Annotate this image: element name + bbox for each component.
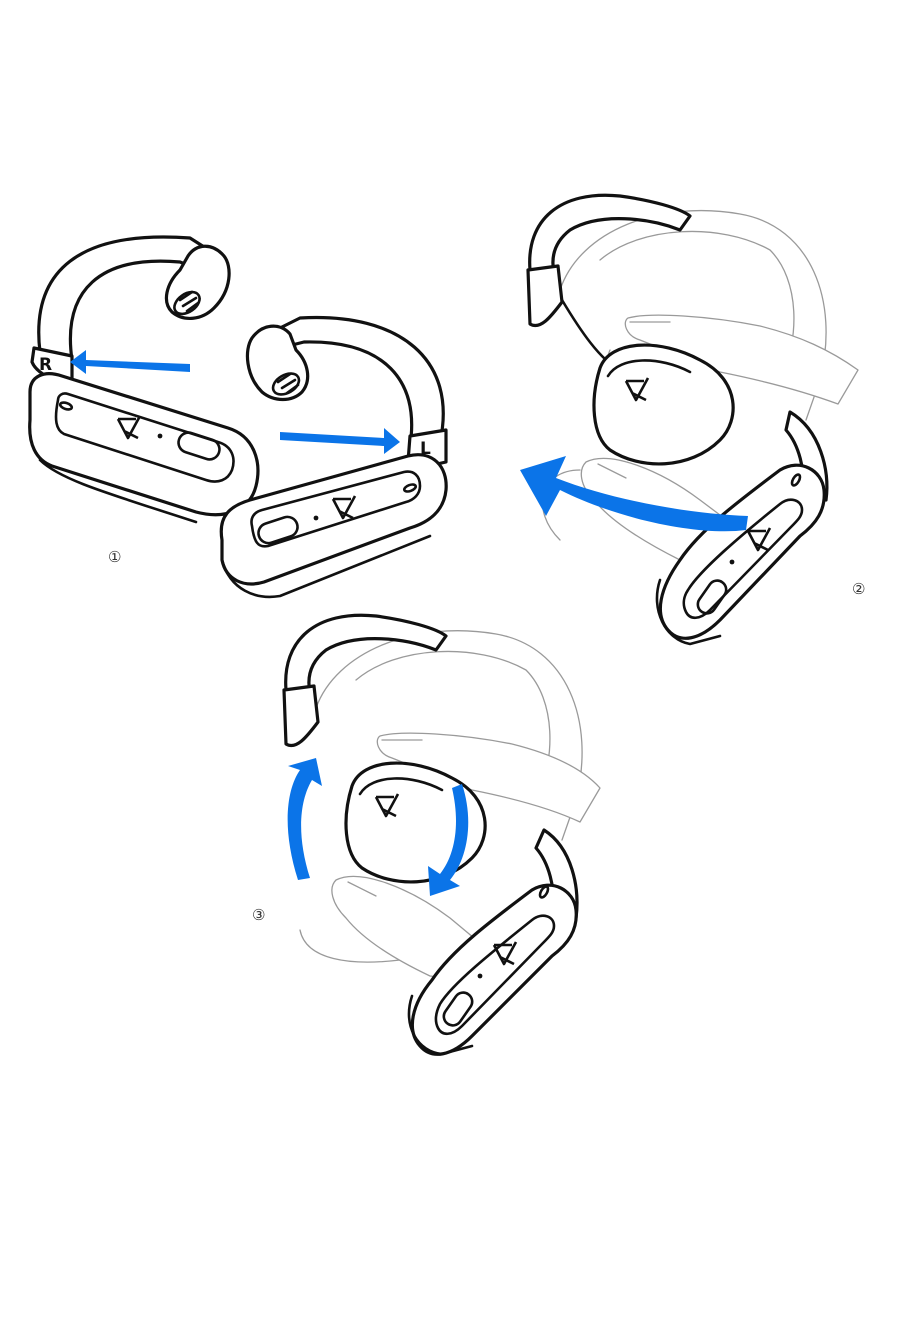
step-3-illustration: ③ [252,613,601,1056]
right-side-label: R [39,355,52,375]
rotate-arrow-icon [520,456,748,532]
step-1-illustration: R L ① [28,235,448,599]
arrow-down-icon [428,784,469,896]
right-earhook-icon: R [28,235,260,524]
left-side-label: L [420,439,431,459]
left-earhook-icon: L [219,315,448,599]
separate-arrows [70,350,400,454]
arrow-left-icon [70,350,190,374]
arrow-up-icon [287,758,322,880]
step-3-number: ③ [252,906,265,924]
step-2-illustration: ② [520,193,865,646]
arrow-right-icon [280,428,400,454]
step-2-number: ② [852,580,865,598]
step-1-number: ① [108,548,121,566]
